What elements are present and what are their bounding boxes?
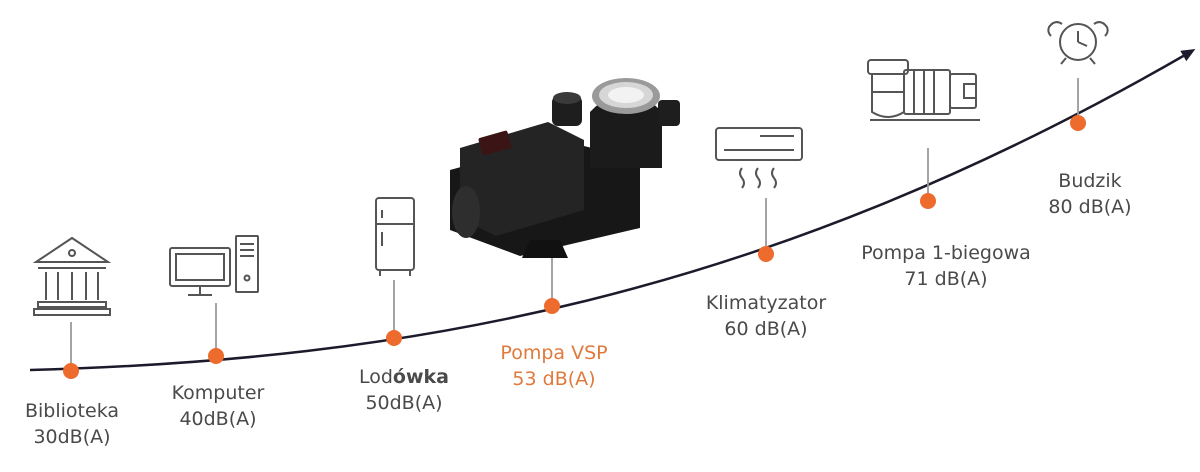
dot-lodowka: [386, 330, 402, 346]
name-budzik: Budzik: [1058, 170, 1122, 192]
stems: [70, 78, 1079, 370]
level-komputer: 40dB(A): [179, 408, 257, 430]
level-budzik: 80 dB(A): [1048, 196, 1132, 218]
fridge-icon: [375, 197, 415, 276]
noise-curve-arrow: [29, 49, 1196, 372]
name-pompa-vsp: Pompa VSP: [500, 342, 608, 364]
label-lodowka: Lodówka 50dB(A): [359, 364, 449, 416]
name-lodowka: Lodówka: [359, 364, 449, 390]
level-biblioteka: 30dB(A): [33, 426, 111, 448]
label-budzik: Budzik 80 dB(A): [1048, 168, 1131, 220]
label-pompa-1: Pompa 1-biegowa 71 dB(A): [861, 240, 1031, 292]
pool-pump-photo-icon: [450, 78, 680, 258]
name-biblioteka: Biblioteka: [24, 400, 120, 422]
level-lodowka: 50dB(A): [365, 392, 443, 414]
level-klimatyzator: 60 dB(A): [724, 318, 808, 340]
computer-icon: [169, 235, 259, 296]
dot-komputer: [208, 348, 224, 364]
level-pompa-1: 71 dB(A): [904, 268, 988, 290]
name-pompa-1: Pompa 1-biegowa: [861, 242, 1031, 264]
dot-klimatyzator: [758, 246, 774, 262]
single-speed-pump-icon: [867, 59, 980, 121]
name-klimatyzator: Klimatyzator: [705, 292, 827, 314]
dots: [63, 115, 1086, 379]
label-klimatyzator: Klimatyzator 60 dB(A): [706, 290, 826, 342]
library-icon: [32, 236, 112, 316]
dot-pompa-1: [920, 193, 936, 209]
name-lodowka-plain: Lod: [358, 366, 393, 388]
air-conditioner-icon: [715, 127, 803, 189]
label-pompa-vsp: Pompa VSP 53 dB(A): [500, 340, 607, 392]
dot-biblioteka: [63, 363, 79, 379]
dot-pompa-vsp: [544, 298, 560, 314]
name-lodowka-bold: ówka: [392, 366, 450, 388]
label-biblioteka: Biblioteka 30dB(A): [25, 398, 119, 450]
label-komputer: Komputer 40dB(A): [172, 380, 265, 432]
level-pompa-vsp: 53 dB(A): [512, 368, 596, 390]
name-komputer: Komputer: [171, 382, 265, 404]
alarm-clock-icon: [1047, 21, 1109, 65]
dot-budzik: [1070, 115, 1086, 131]
